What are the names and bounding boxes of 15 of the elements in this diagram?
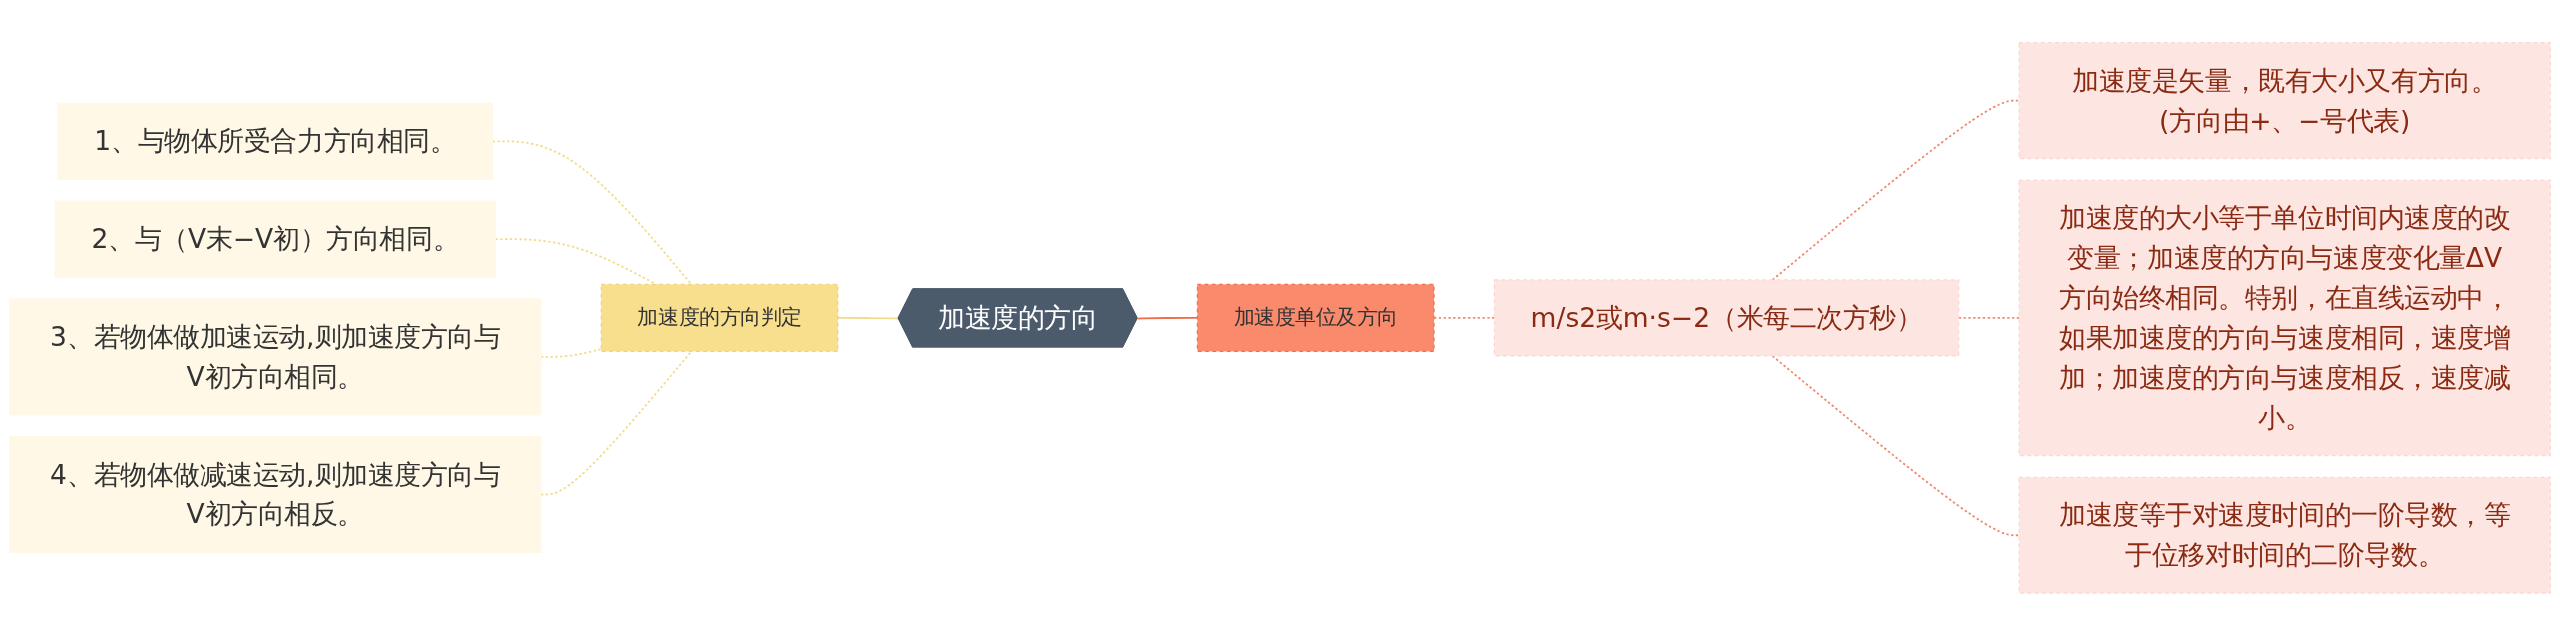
node-box: 1、与物体所受合力方向相同。 bbox=[57, 102, 494, 180]
node-box: 加速度的大小等于单位时间内速度的改变量；加速度的方向与速度变化量ΔV方向始终相同。特别，在直线运动中，如果加速度的方向与速度相同，速度增加；加速度的方向与速度相反，速度减小。 bbox=[2018, 179, 2551, 456]
node-box: 4、若物体做减速运动,则加速度方向与V初方向相反。 bbox=[9, 435, 542, 553]
node-box: 加速度的方向判定 bbox=[600, 283, 839, 352]
connector bbox=[1771, 99, 2020, 281]
node-box: 3、若物体做加速运动,则加速度方向与V初方向相同。 bbox=[9, 297, 542, 415]
connector bbox=[837, 316, 900, 319]
node-box: m/s2或m·s−2（米每二次方秒） bbox=[1493, 278, 1960, 357]
node-box: 加速度单位及方向 bbox=[1196, 283, 1435, 352]
connector bbox=[1771, 354, 2020, 536]
node-box: 2、与（V末−V初）方向相同。 bbox=[54, 200, 496, 278]
connector bbox=[540, 350, 693, 495]
connector bbox=[540, 347, 603, 358]
node-box: 加速度等于对速度时间的一阶导数，等于位移对时间的二阶导数。 bbox=[2018, 476, 2551, 594]
node-box: 加速度是矢量，既有大小又有方向。(方向由+、−号代表) bbox=[2018, 41, 2551, 159]
